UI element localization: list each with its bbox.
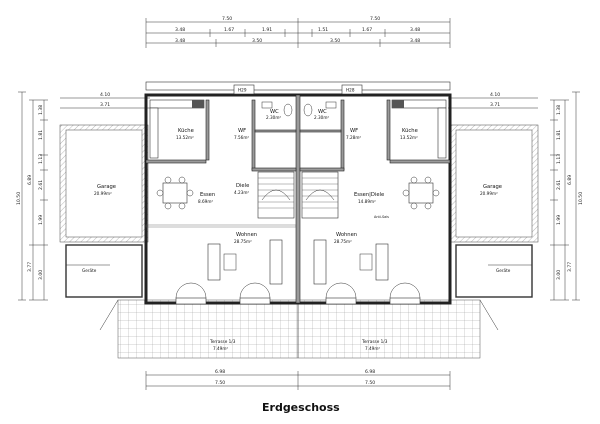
dim-top-r2-1: 3.48 [175, 27, 185, 33]
room-wohnen-right: Wohnen [336, 232, 357, 238]
dim-upper-right-1: 4.10 [490, 92, 500, 98]
dim-right-v-3: 3.77 [567, 262, 573, 272]
kitchen-right [391, 99, 447, 159]
dining-table-right [402, 176, 440, 210]
wc-fixtures [261, 101, 337, 117]
room-kueche-left-area: 13.52m² [176, 135, 194, 140]
dim-top-r2-3: 1.91 [262, 27, 272, 33]
dim-top-r3-4: 3.48 [410, 38, 420, 44]
sofa-right [313, 239, 389, 285]
dim-right-v-6: 1.81 [556, 130, 562, 140]
room-diele-left: Diele [236, 183, 249, 189]
dim-right-v-9: 1.99 [556, 215, 562, 225]
dining-table-left [156, 176, 194, 210]
room-wf-right: WF [350, 128, 358, 134]
dim-upper-right-2: 3.71 [490, 102, 500, 108]
dim-left-v-2: 6.89 [27, 175, 33, 185]
dim-top-r2-2: 1.67 [224, 27, 234, 33]
dim-top-r2-6: 3.48 [410, 27, 420, 33]
bottom-dimension-lines: 6.98 6.98 7.50 7.50 [145, 369, 451, 390]
terrace-right-area: 7.49m² [365, 346, 380, 351]
garage-right [449, 124, 539, 298]
room-kueche-left: Küche [178, 128, 194, 134]
room-kueche-right-area: 13.52m² [400, 135, 418, 140]
dim-right-v-1: 10.50 [578, 192, 584, 205]
dim-top-r2-5: 1.67 [362, 27, 372, 33]
room-wc-left: WC [270, 109, 279, 115]
dim-right-v-2: 6.89 [567, 175, 573, 185]
dim-bottom-2: 6.98 [365, 369, 375, 375]
dim-bottom-1: 6.98 [215, 369, 225, 375]
dim-bottom-3: 7.50 [215, 380, 225, 386]
room-wohnen-right-area: 28.75m² [334, 239, 352, 244]
room-wohnen-left-area: 28.75m² [234, 239, 252, 244]
house-walls [144, 81, 452, 305]
terrace-right-label: Terrasse 1/3 [361, 339, 388, 344]
dim-left-v-1: 10.50 [16, 192, 22, 205]
terrace-area [99, 299, 499, 359]
garage-left [59, 124, 149, 298]
dim-left-v-4: 3.00 [38, 270, 44, 280]
unit-tag-right [341, 84, 363, 95]
dim-right-v-5: 1.38 [556, 105, 562, 115]
room-garage-right-area: 20.99m² [480, 191, 498, 196]
terrace-left-label: Terrasse 1/3 [209, 339, 236, 344]
room-essen-left: Essen [200, 192, 215, 198]
terrace-left-area: 7.49m² [213, 346, 228, 351]
dim-right-v-8: 2.61 [556, 180, 562, 190]
right-vertical-dimensions: 10.50 6.89 3.77 3.00 1.38 1.81 1.13 2.61… [550, 91, 584, 301]
dim-upper-left-1: 4.10 [100, 92, 110, 98]
top-dimension-lines: 7.50 7.50 3.48 1.67 1.91 1.51 1.67 3.48 … [145, 16, 451, 48]
room-garage-left: Garage [97, 184, 116, 190]
dim-bottom-4: 7.50 [365, 380, 375, 386]
dim-left-v-3: 3.77 [27, 262, 33, 272]
dim-left-v-7: 1.13 [38, 154, 44, 164]
dim-top-r3-1: 3.48 [175, 38, 185, 44]
room-wc-right: WC [318, 109, 327, 115]
room-wc-left-area: 2.30m² [266, 115, 281, 120]
room-wf-left-area: 7.56m² [234, 135, 249, 140]
room-essen-diele-right-area: 14.89m² [358, 199, 376, 204]
drawing-title: Erdgeschoss [262, 401, 340, 414]
room-wf-left: WF [238, 128, 246, 134]
dim-left-v-6: 1.81 [38, 130, 44, 140]
sofa-left [207, 239, 283, 285]
unit-label-right: H28 [346, 88, 355, 93]
room-geraete-right: Geräte [496, 268, 511, 273]
room-kueche-right: Küche [402, 128, 418, 134]
dim-upper-left-2: 3.71 [100, 102, 110, 108]
anti-note: Anti-Sais [374, 215, 389, 219]
dim-top-r2-4: 1.51 [318, 27, 328, 33]
room-wf-right-area: 7.28m² [346, 135, 361, 140]
room-essen-diele-right: Essen|Diele [354, 192, 384, 198]
room-garage-right: Garage [483, 184, 502, 190]
room-diele-left-area: 4.23m² [234, 190, 249, 195]
room-wc-right-area: 2.30m² [314, 115, 329, 120]
dim-top-2: 7.50 [370, 16, 380, 22]
unit-tag-left [233, 84, 255, 95]
left-vertical-dimensions: 10.50 6.89 3.77 3.00 1.38 1.81 1.13 2.61… [16, 91, 48, 301]
dim-left-v-5: 1.38 [38, 105, 44, 115]
dim-left-v-9: 1.99 [38, 215, 44, 225]
room-geraete-left: Geräte [82, 268, 97, 273]
dim-left-v-8: 2.61 [38, 180, 44, 190]
kitchen-left [149, 99, 205, 159]
staircase-right [301, 171, 339, 219]
staircase-left [257, 171, 295, 219]
room-garage-left-area: 20.99m² [94, 191, 112, 196]
dim-top-r3-3: 3.50 [330, 38, 340, 44]
room-wohnen-left: Wohnen [236, 232, 257, 238]
room-essen-left-area: 8.69m² [198, 199, 213, 204]
dim-top-1: 7.50 [222, 16, 232, 22]
dim-right-v-4: 3.00 [556, 270, 562, 280]
dim-top-r3-2: 3.50 [252, 38, 262, 44]
upper-side-dimensions: 4.10 3.71 4.10 3.71 [60, 92, 538, 109]
dim-right-v-7: 1.13 [556, 154, 562, 164]
unit-label-left: H29 [238, 88, 247, 93]
